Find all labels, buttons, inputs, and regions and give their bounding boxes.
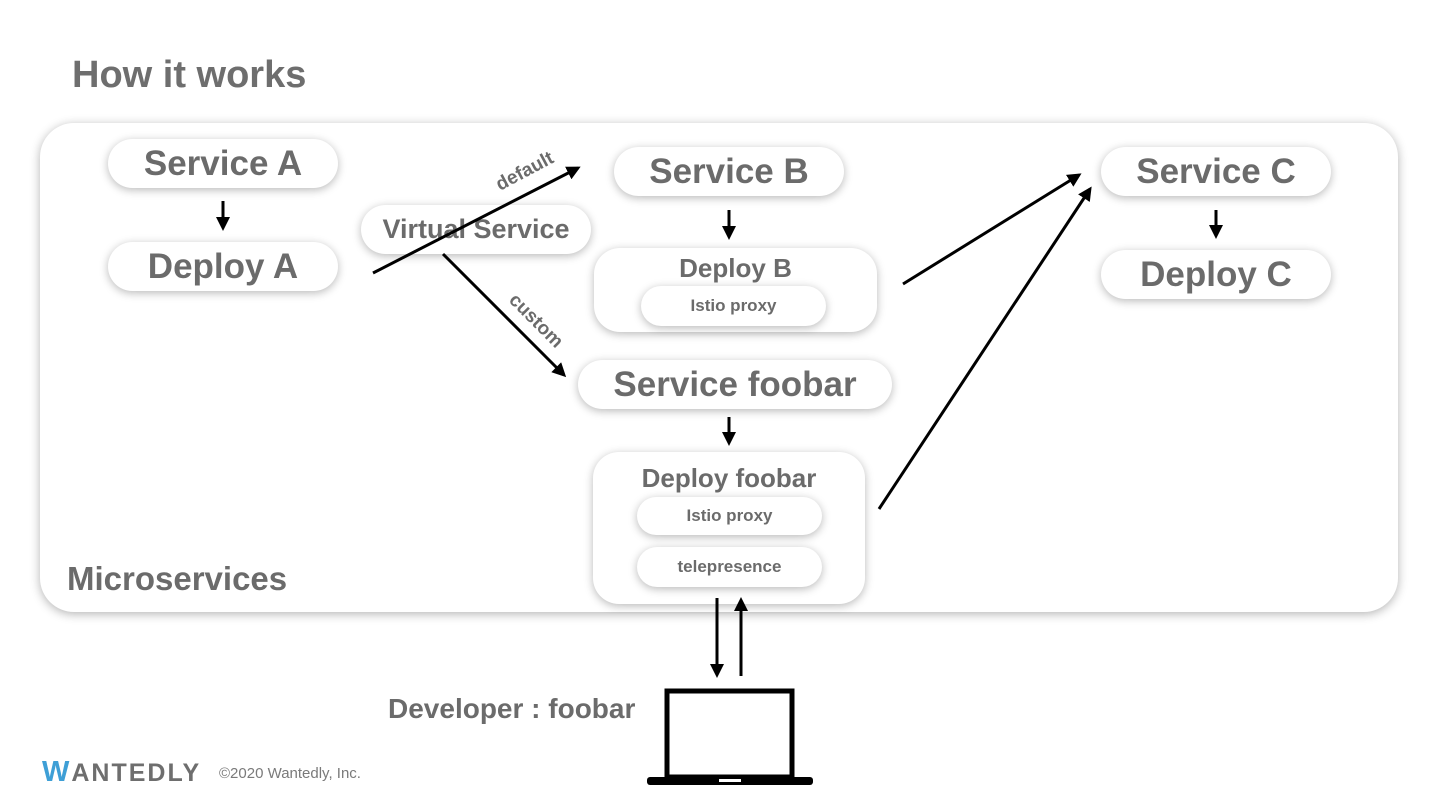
service-a-node: Service A — [108, 139, 338, 188]
virtual-service-node: Virtual Service — [361, 205, 591, 254]
logo-rest: ANTEDLY — [71, 759, 202, 787]
deploy-foobar-istio-proxy: Istio proxy — [637, 497, 822, 535]
logo-first-letter: W — [42, 756, 72, 788]
laptop-icon — [647, 688, 813, 785]
deploy-foobar-title: Deploy foobar — [641, 463, 817, 493]
arrow-deploy-b-to-service-c — [902, 173, 1082, 286]
deploy-a-node: Deploy A — [108, 242, 338, 291]
deploy-b-box: Deploy B Istio proxy — [594, 248, 877, 332]
deploy-b-istio-proxy: Istio proxy — [641, 286, 826, 326]
deploy-b-title: Deploy B — [679, 253, 792, 283]
service-c-node: Service C — [1101, 147, 1331, 196]
service-foobar-node: Service foobar — [578, 360, 892, 409]
wantedly-logo: WANTEDLY — [42, 756, 201, 789]
developer-label: Developer : foobar — [388, 693, 636, 724]
arrow-deploy-foobar-to-service-c — [877, 186, 1092, 510]
arrow-virtual-service-to-service-foobar — [441, 252, 567, 378]
service-b-node: Service B — [614, 147, 844, 196]
deploy-foobar-box: Deploy foobar Istio proxy telepresence — [593, 452, 865, 604]
microservices-label: Microservices — [67, 560, 288, 597]
arrow-deploy-a-to-service-b — [372, 166, 581, 275]
deploy-foobar-telepresence: telepresence — [637, 547, 822, 587]
deploy-c-node: Deploy C — [1101, 250, 1331, 299]
edge-label-custom: custom — [504, 290, 567, 353]
copyright: ©2020 Wantedly, Inc. — [219, 765, 361, 782]
page-title: How it works — [72, 54, 307, 96]
edge-label-default: default — [492, 147, 557, 195]
